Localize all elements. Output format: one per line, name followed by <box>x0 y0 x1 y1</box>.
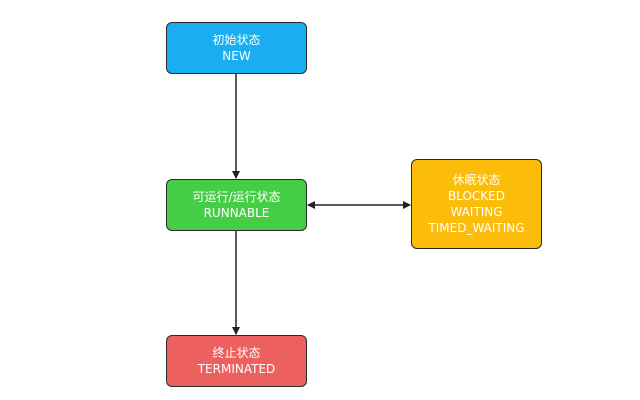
state-label-timed-waiting: TIMED_WAITING <box>428 221 525 235</box>
state-label-cn: 初始状态 <box>212 33 261 47</box>
state-label-cn: 可运行/运行状态 <box>192 190 281 204</box>
state-label-blocked: BLOCKED <box>447 189 505 203</box>
state-node-new: 初始状态 NEW <box>166 22 307 74</box>
state-label-cn: 休眠状态 <box>452 173 501 187</box>
state-node-terminated: 终止状态 TERMINATED <box>166 335 307 387</box>
state-label-en: RUNNABLE <box>203 206 270 220</box>
state-label-en: NEW <box>222 49 251 63</box>
state-node-blocked: 休眠状态 BLOCKED WAITING TIMED_WAITING <box>411 159 542 249</box>
state-label-cn: 终止状态 <box>212 346 261 360</box>
state-label-waiting: WAITING <box>450 205 503 219</box>
state-node-runnable: 可运行/运行状态 RUNNABLE <box>166 179 307 231</box>
state-label-en: TERMINATED <box>197 362 276 376</box>
